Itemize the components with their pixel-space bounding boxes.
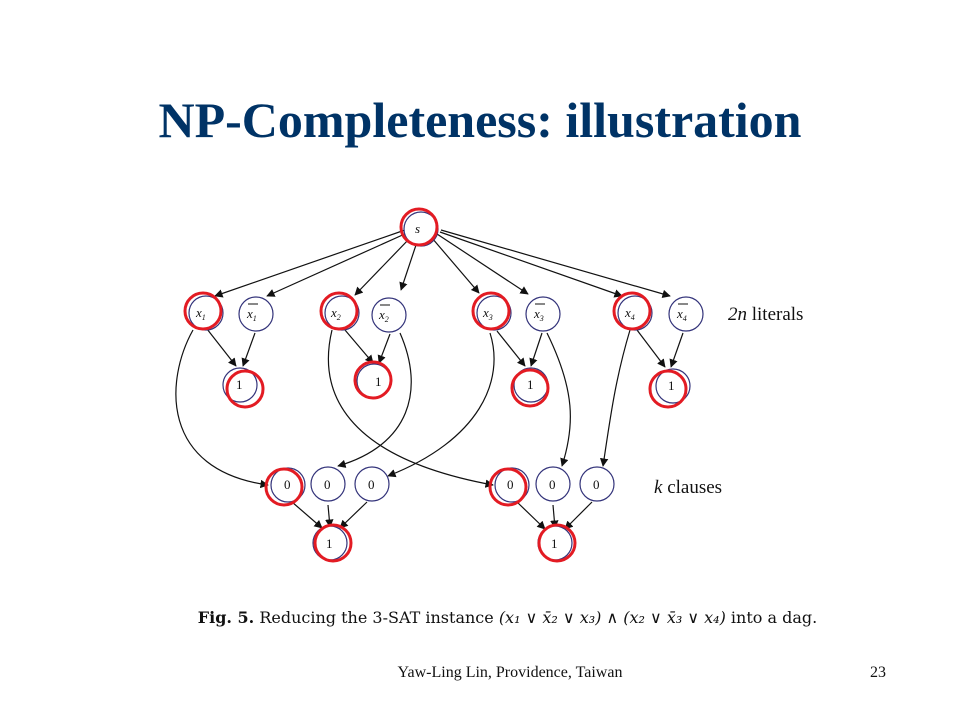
svg-text:x3: x3 (533, 306, 544, 323)
clause-sink-2: 1 (537, 523, 577, 563)
svg-text:1: 1 (326, 536, 333, 551)
literal-node-not-x2: x2 (371, 297, 407, 333)
edge-c1c-sink (339, 501, 368, 529)
svg-text:x1: x1 (195, 305, 206, 322)
edge-s-nx1 (266, 232, 408, 297)
edge-s-nx3 (436, 233, 529, 295)
edge-x2-sink (344, 329, 374, 364)
svg-text:0: 0 (593, 477, 600, 492)
edge-nx4-sink (669, 332, 684, 368)
svg-text:0: 0 (507, 477, 514, 492)
pair-sink-4: 1 (648, 368, 691, 409)
dag-edges (175, 229, 684, 530)
pair-sink-row: 1 1 1 1 (222, 360, 691, 409)
caption-text-before: Reducing the 3-SAT instance (254, 608, 499, 627)
edge-nx2-clause1b (337, 332, 412, 468)
source-node: s (399, 207, 439, 247)
clause-sink-row: 1 1 (312, 523, 577, 563)
svg-text:0: 0 (324, 477, 331, 492)
edge-s-x3 (431, 237, 480, 294)
highlight-ring (510, 368, 550, 408)
edge-s-x2 (354, 237, 411, 296)
page-number: 23 (870, 664, 886, 681)
edge-x4-sink (636, 329, 666, 368)
svg-text:1: 1 (527, 377, 534, 392)
literal-node-not-x1: x1 (238, 296, 274, 332)
pair-sink-1: 1 (222, 367, 265, 409)
highlight-ring (353, 360, 393, 400)
clause-row: 0 0 0 0 0 0 (264, 466, 615, 507)
svg-text:x2: x2 (378, 307, 389, 324)
svg-text:x4: x4 (676, 306, 687, 323)
clause-node-1a: 0 (264, 467, 306, 507)
literal-row: x1 x1 x2 x2 x3 x3 x4 (183, 291, 704, 333)
svg-text:0: 0 (284, 477, 291, 492)
clause-sink-1: 1 (312, 523, 353, 563)
edge-x2-clause2a (327, 329, 494, 488)
literal-node-x1: x1 (183, 291, 224, 331)
edge-c2a-sink (516, 501, 546, 530)
edge-s-nx4 (440, 229, 671, 298)
edge-s-x4 (439, 231, 623, 298)
clause-node-1b: 0 (310, 466, 346, 502)
svg-text:1: 1 (236, 377, 243, 392)
edge-x1-sink (206, 328, 237, 367)
pair-sink-3: 1 (510, 367, 550, 408)
caption-text-after: into a dag. (725, 608, 818, 627)
pair-sink-2: 1 (353, 360, 393, 400)
literal-node-x2: x2 (319, 291, 360, 331)
literal-node-not-x4: x4 (668, 296, 704, 332)
clauses-row-label: k clauses (654, 477, 722, 498)
highlight-ring (319, 291, 359, 331)
literal-node-x3: x3 (471, 291, 512, 331)
edge-nx2-sink (377, 333, 391, 364)
svg-text:0: 0 (368, 477, 375, 492)
figure-label: Fig. 5. (197, 608, 255, 627)
edge-c2c-sink (564, 501, 593, 530)
svg-text:1: 1 (375, 374, 382, 389)
literal-node-not-x3: x3 (525, 296, 561, 332)
svg-text:0: 0 (549, 477, 556, 492)
highlight-ring (225, 369, 265, 409)
highlight-ring (399, 207, 439, 247)
svg-text:x2: x2 (330, 305, 341, 322)
highlight-ring (264, 467, 304, 507)
highlight-ring (537, 523, 577, 563)
edge-x4-clause2c (599, 329, 631, 467)
highlight-ring (648, 369, 688, 409)
clause-node-2b: 0 (535, 466, 571, 502)
svg-text:1: 1 (668, 378, 675, 393)
svg-text:x4: x4 (624, 305, 635, 322)
highlight-ring (183, 291, 223, 331)
edge-x3-clause1c (387, 332, 495, 478)
svg-text:x1: x1 (246, 306, 257, 323)
edge-x3-sink (496, 330, 526, 367)
edge-c1a-sink (291, 501, 323, 529)
highlight-ring (471, 291, 511, 331)
highlight-ring (488, 467, 528, 507)
edge-s-nx2 (399, 241, 418, 291)
slide-title: NP-Completeness: illustration (158, 92, 802, 148)
literal-node-x4: x4 (612, 291, 653, 331)
clause-node-2a: 0 (488, 467, 530, 507)
edge-nx1-sink (241, 332, 256, 367)
highlight-ring (612, 291, 652, 331)
source-label: s (415, 221, 420, 236)
edge-s-x1 (214, 229, 406, 298)
caption-formula: (x₁ ∨ x̄₂ ∨ x₃) ∧ (x₂ ∨ x̄₃ ∨ x₄) (498, 608, 726, 627)
literals-row-label: 2n literals (728, 304, 803, 325)
clause-node-2c: 0 (579, 466, 615, 502)
footer-author: Yaw-Ling Lin, Providence, Taiwan (397, 664, 623, 681)
edge-nx3-sink (529, 332, 543, 367)
figure-caption: Fig. 5. Reducing the 3-SAT instance (x₁ … (0, 608, 960, 627)
svg-text:1: 1 (551, 536, 558, 551)
clause-node-1c: 0 (354, 466, 390, 502)
edge-x1-clause1a (175, 329, 269, 489)
edge-nx3-clause2b (546, 332, 571, 467)
edge-c1b-sink (325, 504, 334, 528)
svg-text:x3: x3 (482, 305, 493, 322)
highlight-ring (313, 523, 353, 563)
